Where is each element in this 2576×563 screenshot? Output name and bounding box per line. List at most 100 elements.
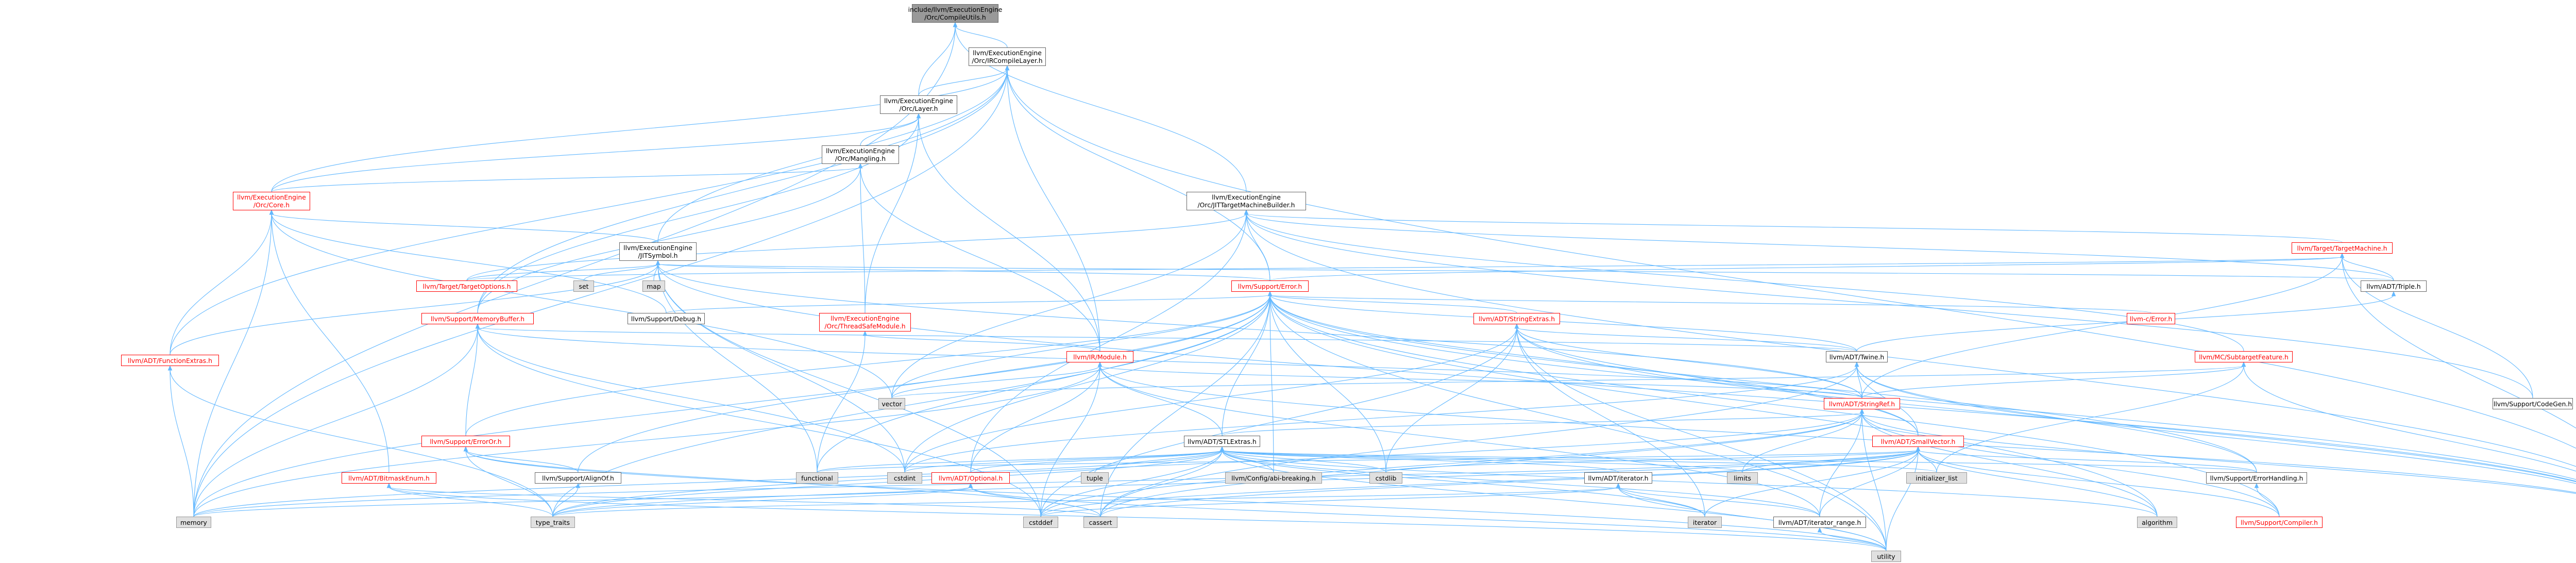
edge-arrowhead — [953, 22, 958, 27]
edge-iteratorh-utility — [1618, 486, 1887, 551]
node-abibreaking[interactable]: llvm/Config/abi-breaking.h — [1225, 472, 1322, 484]
edge-funcextras-memory — [170, 369, 194, 517]
node-iterator[interactable]: iterator — [1688, 517, 1722, 528]
node-funcextras[interactable]: llvm/ADT/FunctionExtras.h — [121, 355, 219, 366]
edge-error-algorithm — [1269, 294, 2158, 517]
node-label-line: algorithm — [2142, 518, 2173, 526]
node-functional[interactable]: functional — [796, 472, 838, 484]
edge-memorybuffer-twine — [477, 327, 1857, 352]
node-stringextras[interactable]: llvm/ADT/StringExtras.h — [1473, 313, 1560, 324]
edge-memorybuffer-stringref — [477, 327, 1862, 399]
node-label-line: llvm/ADT/StringRef.h — [1828, 400, 1895, 408]
node-iteratorh[interactable]: llvm/ADT/iterator.h — [1584, 472, 1652, 484]
edge-arrowhead — [2391, 291, 2396, 296]
node-error[interactable]: llvm/Support/Error.h — [1231, 280, 1309, 292]
edge-stringref-compiler — [1861, 412, 2280, 517]
node-compiler[interactable]: llvm/Support/Compiler.h — [2236, 517, 2323, 528]
node-memorybuffer[interactable]: llvm/Support/MemoryBuffer.h — [421, 313, 534, 324]
edge-stringref-utility — [1861, 412, 1887, 551]
node-tuple[interactable]: tuple — [1081, 472, 1109, 484]
node-cstddef[interactable]: cstddef — [1023, 517, 1058, 528]
edge-stringextras-cstdint — [904, 327, 1517, 473]
node-alignof[interactable]: llvm/Support/AlignOf.h — [535, 472, 621, 484]
edge-error-cstdlib — [1269, 294, 1386, 473]
node-subtarget[interactable]: llvm/MC/SubtargetFeature.h — [2195, 351, 2293, 362]
edge-layer-module — [918, 117, 1100, 352]
edge-arrowhead — [167, 365, 173, 371]
node-errhandling[interactable]: llvm/Support/ErrorHandling.h — [2206, 472, 2307, 484]
edge-error-erroror — [465, 294, 1270, 436]
node-irlayer[interactable]: llvm/ExecutionEngine/Orc/IRCompileLayer.… — [969, 47, 1046, 66]
node-cassert[interactable]: cassert — [1083, 517, 1117, 528]
node-label-line: cstdint — [893, 474, 916, 482]
node-twine[interactable]: llvm/ADT/Twine.h — [1826, 351, 1888, 362]
node-triple[interactable]: llvm/ADT/Triple.h — [2361, 280, 2427, 292]
node-label-line: llvm/ExecutionEngine — [237, 193, 306, 201]
edge-jtmb-optional — [970, 213, 1247, 473]
node-smallvector[interactable]: llvm/ADT/SmallVector.h — [1872, 436, 1964, 447]
edge-memorybuffer-memory — [193, 327, 478, 517]
edge-twine-errhandling — [1856, 365, 2257, 473]
edge-smallvector-algorithm — [1918, 450, 2158, 517]
edge-subtarget-stringref — [1861, 365, 2244, 399]
node-targetmachine[interactable]: llvm/Target/TargetMachine.h — [2292, 242, 2393, 254]
edge-irlayer-module — [1007, 69, 1100, 352]
node-cerror[interactable]: llvm-c/Error.h — [2127, 313, 2175, 324]
edge-smallvector-compiler — [1918, 450, 2280, 517]
node-jitsymbol[interactable]: llvm/ExecutionEngine/JITSymbol.h — [619, 242, 697, 261]
node-label-line: llvm/Support/Error.h — [1238, 282, 1302, 290]
node-bitmask[interactable]: llvm/ADT/BitmaskEnum.h — [342, 472, 436, 484]
edge-error-string — [1269, 294, 2576, 480]
edge-stlextras-initlist — [1222, 450, 1937, 473]
node-map[interactable]: map — [642, 280, 665, 292]
edge-twine-string — [1856, 365, 2576, 484]
edge-funcextras-typetraits — [170, 369, 553, 517]
edge-error-errhandling — [1269, 294, 2257, 473]
edge-stringref-cassert — [1100, 412, 1862, 517]
node-core[interactable]: llvm/ExecutionEngine/Orc/Core.h — [233, 192, 310, 210]
node-label-line: llvm/Support/CodeGen.h — [2493, 400, 2572, 408]
node-iterrange[interactable]: llvm/ADT/iterator_range.h — [1773, 517, 1866, 528]
node-mangling[interactable]: llvm/ExecutionEngine/Orc/Mangling.h — [822, 145, 899, 164]
node-targetopts[interactable]: llvm/Target/TargetOptions.h — [416, 280, 517, 292]
node-optional[interactable]: llvm/ADT/Optional.h — [931, 472, 1010, 484]
edge-core-jitsymbol — [271, 213, 658, 243]
node-label-line: llvm/ExecutionEngine — [1212, 193, 1281, 201]
node-erroror[interactable]: llvm/Support/ErrorOr.h — [421, 436, 510, 447]
node-memory[interactable]: memory — [176, 517, 211, 528]
edge-core-funcextras — [170, 213, 272, 355]
node-algorithm[interactable]: algorithm — [2137, 517, 2177, 528]
edge-arrowhead — [916, 113, 921, 119]
node-limits[interactable]: limits — [1727, 472, 1758, 484]
node-stlextras[interactable]: llvm/ADT/STLExtras.h — [1184, 436, 1260, 447]
edge-error-vector — [891, 294, 1270, 399]
node-debug[interactable]: llvm/Support/Debug.h — [628, 313, 705, 324]
node-initlist[interactable]: initializer_list — [1906, 472, 1967, 484]
node-typetraits[interactable]: type_traits — [531, 517, 575, 528]
edge-jitsymbol-functional — [657, 263, 818, 473]
node-utility[interactable]: utility — [1871, 551, 1901, 562]
edge-error-smallvector — [1269, 294, 1919, 436]
node-layer[interactable]: llvm/ExecutionEngine/Orc/Layer.h — [880, 95, 957, 114]
node-tsmodule[interactable]: llvm/ExecutionEngine/Orc/ThreadSafeModul… — [819, 313, 911, 332]
node-stringref[interactable]: llvm/ADT/StringRef.h — [1824, 398, 1900, 409]
edge-alignof-typetraits — [552, 486, 579, 517]
node-module[interactable]: llvm/IR/Module.h — [1066, 351, 1133, 362]
node-label-line: llvm/ADT/SmallVector.h — [1880, 437, 1956, 445]
node-vector[interactable]: vector — [878, 398, 905, 409]
edge-arrowhead — [858, 163, 863, 169]
edge-jitsymbol-set — [583, 263, 658, 281]
node-set[interactable]: set — [573, 280, 594, 292]
edge-smallvector-functional — [817, 450, 1919, 473]
edge-bitmask-cassert — [388, 486, 1101, 517]
node-jtmb[interactable]: llvm/ExecutionEngine/Orc/JITTargetMachin… — [1187, 192, 1306, 210]
node-codegen[interactable]: llvm/Support/CodeGen.h — [2493, 398, 2573, 409]
node-label-line: /Orc/Layer.h — [899, 105, 938, 112]
node-cstdint[interactable]: cstdint — [887, 472, 922, 484]
edge-stlextras-cassert — [1100, 450, 1223, 517]
edge-targetmachine-error — [1269, 256, 2343, 281]
node-label-line: llvm/IR/Module.h — [1073, 353, 1127, 361]
node-cstdlib[interactable]: cstdlib — [1369, 472, 1402, 484]
node-label-line: /Orc/Core.h — [253, 201, 290, 209]
